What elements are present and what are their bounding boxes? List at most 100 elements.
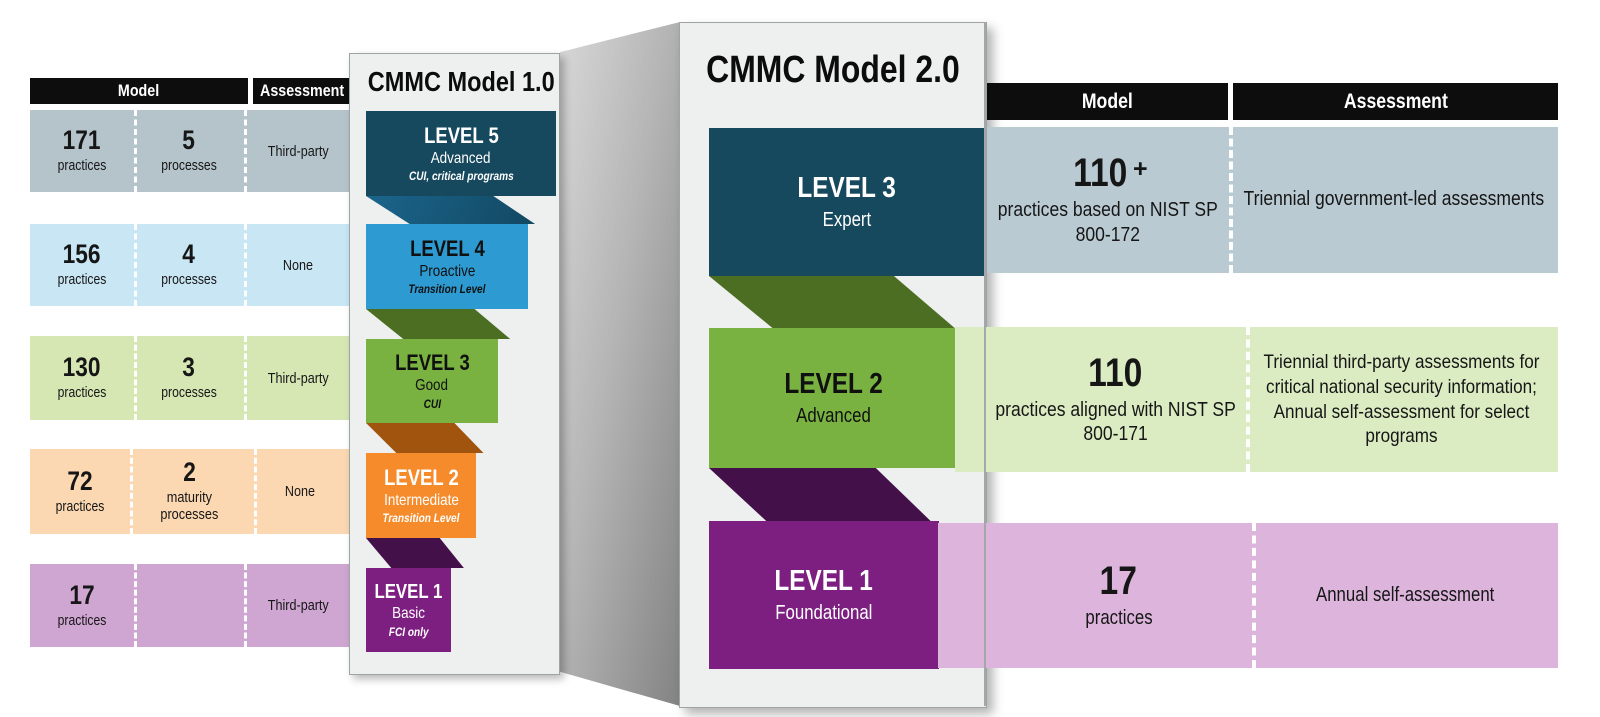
practices-detail: practices aligned with NIST SP 800-171: [995, 398, 1236, 445]
left-row2-assessment-cell: None: [248, 449, 352, 534]
left-table-row-level1: 17 practices Third-party: [30, 564, 352, 647]
practices-count-number: 110: [1073, 151, 1128, 196]
left-table-row-level3: 130 practices 3 processes Third-party: [30, 336, 352, 420]
column-dash-divider: [134, 336, 137, 420]
left-table-header-model-label: Model: [118, 81, 160, 100]
level-name: LEVEL 1: [374, 581, 443, 604]
left-table-header-model: Model: [30, 78, 248, 104]
assessment-value: Third-party: [267, 369, 329, 387]
level-subtitle: Proactive: [418, 262, 476, 280]
level-name: LEVEL 4: [409, 235, 485, 261]
model2-level1-box: LEVEL 1 Foundational: [709, 521, 939, 669]
left-row3-assessment-cell: Third-party: [244, 336, 352, 420]
model1-level5-box: LEVEL 5 Advanced CUI, critical programs: [366, 111, 556, 196]
level-name: LEVEL 5: [423, 122, 499, 148]
processes-label: processes: [161, 272, 217, 289]
left-row1-practices-cell: 17 practices: [30, 564, 134, 647]
level-note: Transition Level: [408, 282, 486, 297]
assessment-value: Triennial third-party assessments for cr…: [1263, 350, 1540, 448]
plus-suffix: +: [1132, 155, 1148, 184]
right-table-header-assessment-label: Assessment: [1343, 89, 1448, 113]
model1-title-text: CMMC Model 1.0: [367, 66, 555, 97]
right-table-header-model: Model: [987, 83, 1228, 120]
level-subtitle: Advanced: [431, 149, 491, 167]
ribbon-fold-green: [366, 309, 511, 339]
level-subtitle: Good: [415, 377, 449, 395]
level-note: Transition Level: [382, 511, 460, 526]
ribbon-fold-teal: [366, 196, 536, 224]
assessment-value: None: [284, 483, 316, 500]
panel-connector-3d-wedge: [560, 22, 680, 706]
model2-level2-box: LEVEL 2 Advanced: [709, 328, 958, 468]
left-row3-practices-cell: 130 practices: [30, 336, 134, 420]
left-row4-assessment-cell: None: [244, 224, 352, 306]
left-row2-practices-cell: 72 practices: [30, 449, 130, 534]
left-table-header-assessment: Assessment: [253, 78, 352, 104]
left-row4-practices-cell: 156 practices: [30, 224, 134, 306]
right-row1-assessment-cell: Annual self-assessment: [1252, 523, 1558, 668]
level-name: LEVEL 3: [394, 350, 470, 376]
column-dash-divider: [1252, 523, 1257, 668]
cmmc-model-2-panel: CMMC Model 2.0 LEVEL 3 Expert LEVEL 2 Ad…: [679, 22, 987, 708]
practices-label: practices: [55, 498, 105, 515]
level-subtitle: Basic: [392, 605, 425, 623]
left-row1-processes-cell: [134, 564, 244, 647]
column-dash-divider: [244, 336, 247, 420]
column-dash-divider: [244, 224, 247, 306]
processes-label: processes: [161, 158, 217, 175]
column-dash-divider: [1228, 127, 1233, 273]
left-row5-assessment-cell: Third-party: [244, 110, 352, 192]
model2-panel-right-border: [984, 22, 986, 706]
right-table-row-level3: 110+ practices based on NIST SP 800-172 …: [987, 127, 1558, 273]
level-subtitle: Advanced: [796, 404, 871, 427]
processes-count: 2: [182, 457, 196, 488]
column-dash-divider: [254, 449, 258, 534]
level-subtitle: Foundational: [775, 601, 873, 624]
right-row2-assessment-cell: Triennial third-party assessments for cr…: [1245, 327, 1558, 472]
left-table-row-level2: 72 practices 2 maturity processes None: [30, 449, 352, 534]
column-dash-divider: [134, 224, 137, 306]
practices-count: 171: [63, 125, 101, 156]
processes-label: processes: [161, 385, 217, 402]
model1-title: CMMC Model 1.0: [350, 66, 559, 98]
assessment-value: Third-party: [267, 597, 329, 614]
model1-level1-box: LEVEL 1 Basic FCI only: [366, 568, 451, 652]
level-name: LEVEL 2: [383, 464, 459, 490]
right-table-header-model-label: Model: [1082, 89, 1133, 113]
level-name: LEVEL 1: [774, 565, 874, 598]
column-dash-divider: [244, 110, 247, 192]
left-table-header-assessment-label: Assessment: [260, 81, 345, 100]
left-table-row-level4: 156 practices 4 processes None: [30, 224, 352, 306]
level-subtitle: Intermediate: [383, 491, 459, 509]
practices-label: practices: [57, 158, 107, 175]
practices-detail: practices: [1084, 606, 1153, 629]
level-note: CUI: [423, 396, 441, 411]
column-dash-divider: [244, 564, 247, 647]
left-row2-processes-cell: 2 maturity processes: [130, 449, 248, 534]
model1-level3-box: LEVEL 3 Good CUI: [366, 339, 498, 423]
level-note: FCI only: [388, 624, 429, 639]
processes-count: 5: [182, 125, 196, 156]
practices-count-number: 110: [1088, 350, 1143, 395]
model1-level2-box: LEVEL 2 Intermediate Transition Level: [366, 453, 476, 538]
right-row2-model-cell: 110 practices aligned with NIST SP 800-1…: [955, 327, 1246, 472]
practices-count: 17: [1096, 561, 1141, 601]
level-subtitle: Expert: [822, 208, 872, 231]
level-name: LEVEL 3: [797, 172, 897, 205]
level-name: LEVEL 2: [784, 368, 883, 401]
left-table-row-level5: 171 practices 5 processes Third-party: [30, 110, 352, 192]
left-row4-processes-cell: 4 processes: [134, 224, 244, 306]
practices-detail: practices based on NIST SP 800-172: [997, 199, 1218, 246]
practices-count: 130: [63, 352, 101, 383]
model2-title-text: CMMC Model 2.0: [706, 49, 960, 91]
left-row1-assessment-cell: Third-party: [244, 564, 352, 647]
left-row3-processes-cell: 3 processes: [134, 336, 244, 420]
practices-count: 110+: [1068, 151, 1148, 196]
left-row5-practices-cell: 171 practices: [30, 110, 134, 192]
assessment-value: Annual self-assessment: [1315, 583, 1495, 606]
level-note: CUI, critical programs: [408, 169, 514, 184]
assessment-value: None: [282, 256, 314, 274]
cmmc-model-1-panel: CMMC Model 1.0 LEVEL 5 Advanced CUI, cri…: [349, 53, 560, 675]
assessment-value: Triennial government-led assessments: [1243, 188, 1544, 211]
